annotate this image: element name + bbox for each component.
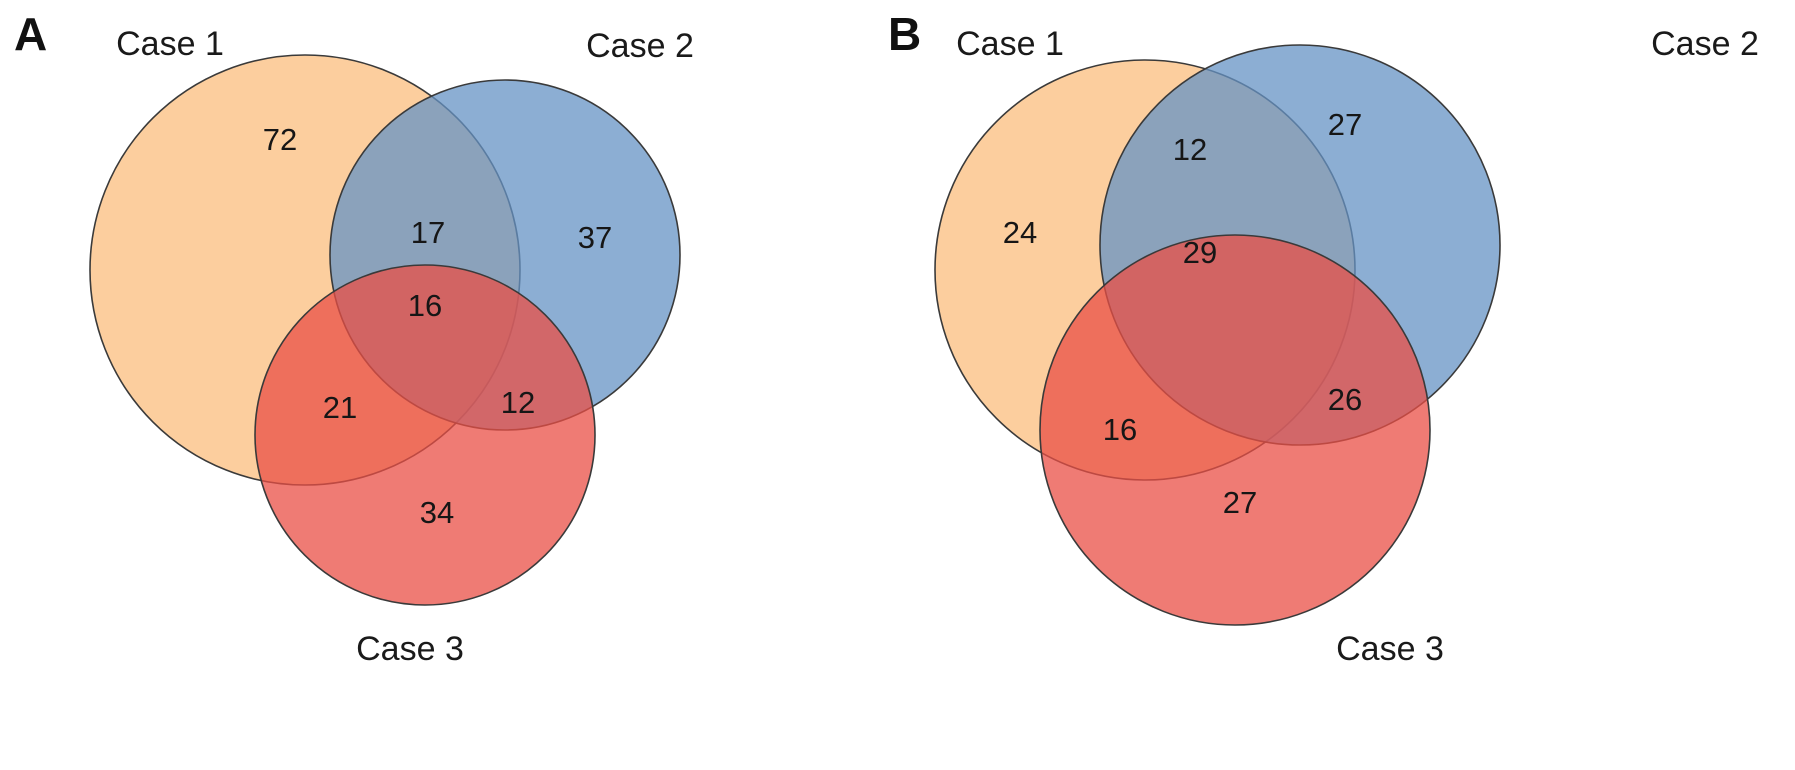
panel-a-case3-label: Case 3 [356, 630, 464, 668]
panel-a-count-case3-only: 34 [420, 495, 454, 530]
panel-b-case3-circle [1039, 234, 1431, 626]
panel-a-count-all-three: 16 [408, 288, 442, 323]
panel-a-venn-diagram: A Case 1 Case 2 Case 3 72 17 37 16 21 12… [14, 8, 694, 668]
panel-b-case2-label: Case 2 [1651, 25, 1759, 63]
panel-b-count-case1-case3: 16 [1103, 412, 1137, 447]
panel-a-count-case1-only: 72 [263, 122, 297, 157]
panel-b-letter: B [888, 8, 921, 60]
panel-a-count-case1-case2: 17 [411, 215, 445, 250]
panel-b-count-case1-only: 24 [1003, 215, 1037, 250]
panel-a-letter: A [14, 8, 47, 60]
panel-b-case1-label: Case 1 [956, 25, 1064, 63]
panel-b-case3-label: Case 3 [1336, 630, 1444, 668]
panel-a-case3-circle [254, 264, 596, 606]
panel-a: A Case 1 Case 2 Case 3 72 17 37 16 21 12… [0, 0, 880, 770]
panel-a-count-case1-case3: 21 [323, 390, 357, 425]
panel-a-count-case2-case3: 12 [501, 385, 535, 420]
panel-b-count-all-three: 29 [1183, 235, 1217, 270]
panel-b-venn-diagram: B Case 1 Case 2 Case 3 12 27 24 29 26 16… [888, 8, 1759, 668]
panel-a-case2-label: Case 2 [586, 27, 694, 65]
panel-b: B Case 1 Case 2 Case 3 12 27 24 29 26 16… [880, 0, 1795, 770]
panel-b-count-case3-only: 27 [1223, 485, 1257, 520]
panel-a-case1-label: Case 1 [116, 25, 224, 63]
panel-a-count-case2-only: 37 [578, 220, 612, 255]
panel-b-count-case2-case3: 26 [1328, 382, 1362, 417]
panel-b-count-case1-case2: 12 [1173, 132, 1207, 167]
panel-b-count-case2-only: 27 [1328, 107, 1362, 142]
